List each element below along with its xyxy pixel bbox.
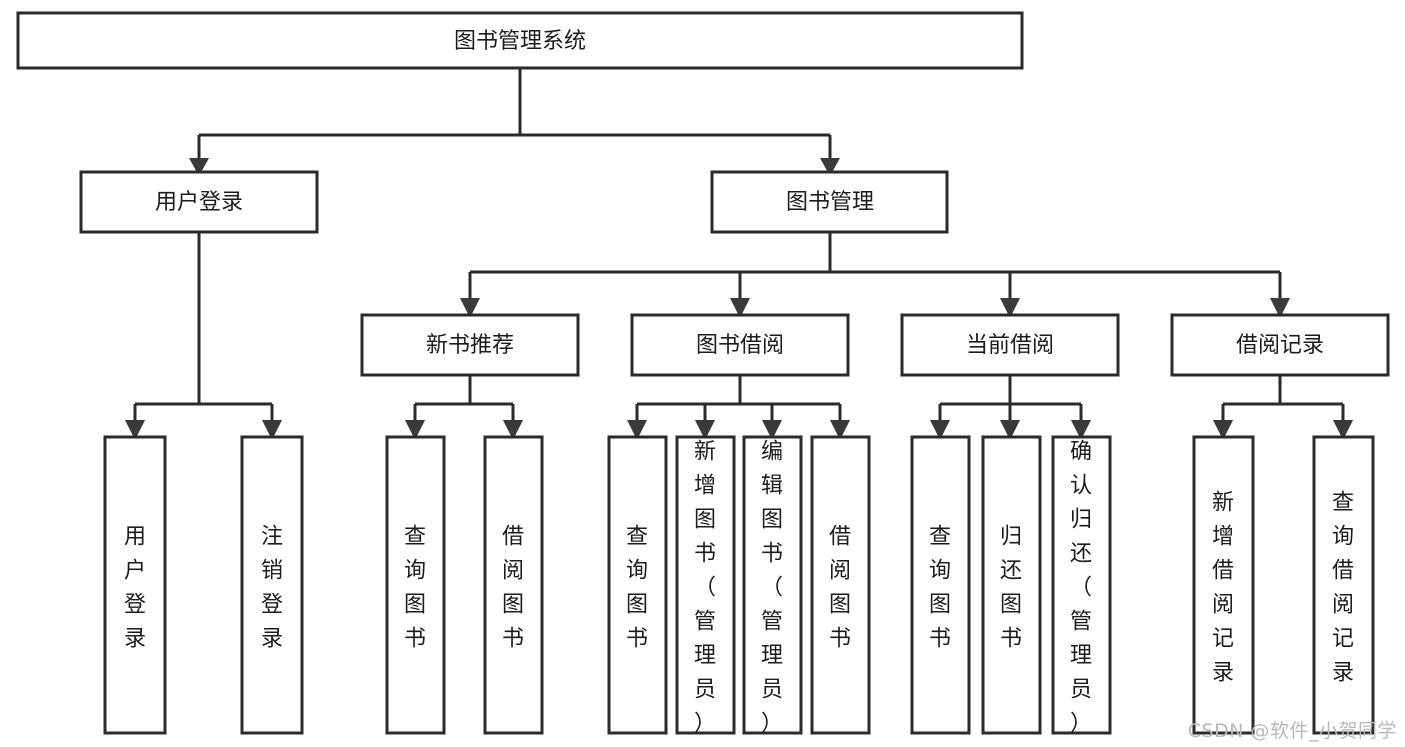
node-leaf-confirm-return-admin[interactable]: 确认归还（管理员） [1051,435,1112,737]
node-book-management[interactable]: 图书管理 [710,170,949,234]
node-leaf-query-book-borrow-box[interactable] [607,435,668,735]
node-leaf-edit-book-admin[interactable]: 编辑图书（管理员） [742,435,803,737]
connector-bookborrow-trunk [635,375,842,422]
node-leaf-user-login-label: 用户登录 [124,525,146,652]
node-leaf-borrow-book-recommend[interactable]: 借阅图书 [483,435,544,735]
connector-root-trunk [197,68,832,160]
arrowhead-leaf-logout-login [262,420,282,440]
node-borrow-record-label: 借阅记录 [1236,333,1324,358]
node-leaf-query-book-recommend[interactable]: 查询图书 [385,435,446,735]
node-new-book-recommend-box[interactable] [360,313,580,377]
node-leaf-confirm-return-admin-label: 确认归还（管理员） [1070,440,1092,737]
arrowhead-leaf-return-book [1000,420,1020,440]
node-book-management-box[interactable] [710,170,949,234]
node-new-book-recommend-label: 新书推荐 [426,333,514,358]
connector-recommend-trunk [413,375,515,422]
node-leaf-borrow-book-label: 借阅图书 [829,525,851,652]
node-leaf-user-login[interactable]: 用户登录 [103,435,167,735]
arrowhead-leaf-query-book-borrow [627,420,647,440]
node-leaf-query-book-borrow-label: 查询图书 [626,525,648,652]
arrowhead-new-book-recommend [460,298,480,318]
node-current-borrow-label: 当前借阅 [966,333,1054,358]
arrowhead-current-borrow [1000,298,1020,318]
node-current-borrow-box[interactable] [900,313,1120,377]
node-book-borrow[interactable]: 图书借阅 [630,313,850,377]
node-borrow-record[interactable]: 借阅记录 [1170,313,1390,377]
connector-bookmgmt-trunk [468,232,1282,300]
node-leaf-add-book-admin-box[interactable] [675,435,736,735]
arrowhead-leaf-query-book-current [930,420,950,440]
arrowhead-leaf-edit-book-admin [762,420,782,440]
node-book-borrow-box[interactable] [630,313,850,377]
connector-borrowrecord-trunk [1221,375,1345,422]
node-leaf-confirm-return-admin-box[interactable] [1051,435,1112,735]
node-leaf-add-borrow-record-box[interactable] [1192,435,1255,735]
csdn-watermark: CSDN @软件_小贺同学 [1187,720,1397,742]
node-leaf-add-book-admin[interactable]: 新增图书（管理员） [675,435,736,737]
arrowhead-leaf-query-borrow-record [1333,420,1353,440]
arrowhead-borrow-record [1270,298,1290,318]
node-leaf-add-book-admin-label: 新增图书（管理员） [694,440,716,737]
node-leaf-add-borrow-record[interactable]: 新增借阅记录 [1192,435,1255,735]
arrowhead-leaf-add-borrow-record [1213,420,1233,440]
node-borrow-record-box[interactable] [1170,313,1390,377]
arrowhead-leaf-borrow-book [830,420,850,440]
arrowhead-book-borrow [730,298,750,318]
node-user-login-box[interactable] [79,170,319,234]
node-leaf-add-borrow-record-label: 新增借阅记录 [1212,491,1234,686]
node-book-management-label: 图书管理 [786,190,874,215]
node-leaf-edit-book-admin-label: 编辑图书（管理员） [761,440,783,737]
connector-layer [125,68,1353,440]
arrowhead-leaf-confirm-return-admin [1071,420,1091,440]
node-leaf-user-login-box[interactable] [103,435,167,735]
node-leaf-logout-login-label: 注销登录 [261,525,283,652]
node-leaf-return-book[interactable]: 归还图书 [981,435,1042,735]
arrowhead-leaf-user-login [125,420,145,440]
node-root-label: 图书管理系统 [454,29,586,54]
node-leaf-query-borrow-record[interactable]: 查询借阅记录 [1312,435,1375,735]
node-user-login-label: 用户登录 [155,190,243,215]
arrowhead-leaf-borrow-book-recommend [503,420,523,440]
node-leaf-edit-book-admin-box[interactable] [742,435,803,735]
node-leaf-query-borrow-record-box[interactable] [1312,435,1375,735]
node-leaf-query-borrow-record-label: 查询借阅记录 [1332,491,1354,686]
node-user-login[interactable]: 用户登录 [79,170,319,234]
node-book-borrow-label: 图书借阅 [696,333,784,358]
node-leaf-borrow-book-recommend-box[interactable] [483,435,544,735]
node-leaf-logout-login-box[interactable] [240,435,304,735]
node-leaf-query-book-current[interactable]: 查询图书 [910,435,971,735]
connector-userlogin-trunk [133,232,274,422]
arrowhead-book-management [820,158,840,176]
node-root[interactable]: 图书管理系统 [16,11,1024,70]
node-leaf-borrow-book-box[interactable] [810,435,871,735]
node-leaf-return-book-box[interactable] [981,435,1042,735]
node-new-book-recommend[interactable]: 新书推荐 [360,313,580,377]
node-leaf-return-book-label: 归还图书 [1000,525,1022,652]
node-leaf-query-book-recommend-box[interactable] [385,435,446,735]
node-leaf-query-book-borrow[interactable]: 查询图书 [607,435,668,735]
node-leaf-logout-login[interactable]: 注销登录 [240,435,304,735]
arrowhead-leaf-add-book-admin [695,420,715,440]
node-leaf-query-book-current-box[interactable] [910,435,971,735]
node-leaf-borrow-book[interactable]: 借阅图书 [810,435,871,735]
connector-currentborrow-trunk [938,375,1083,422]
arrowhead-leaf-query-book-recommend [405,420,425,440]
arrowhead-user-login [189,158,209,176]
node-leaf-borrow-book-recommend-label: 借阅图书 [502,525,524,652]
node-current-borrow[interactable]: 当前借阅 [900,313,1120,377]
node-leaf-query-book-current-label: 查询图书 [929,525,951,652]
node-leaf-query-book-recommend-label: 查询图书 [404,525,426,652]
node-root-box[interactable] [16,11,1024,70]
